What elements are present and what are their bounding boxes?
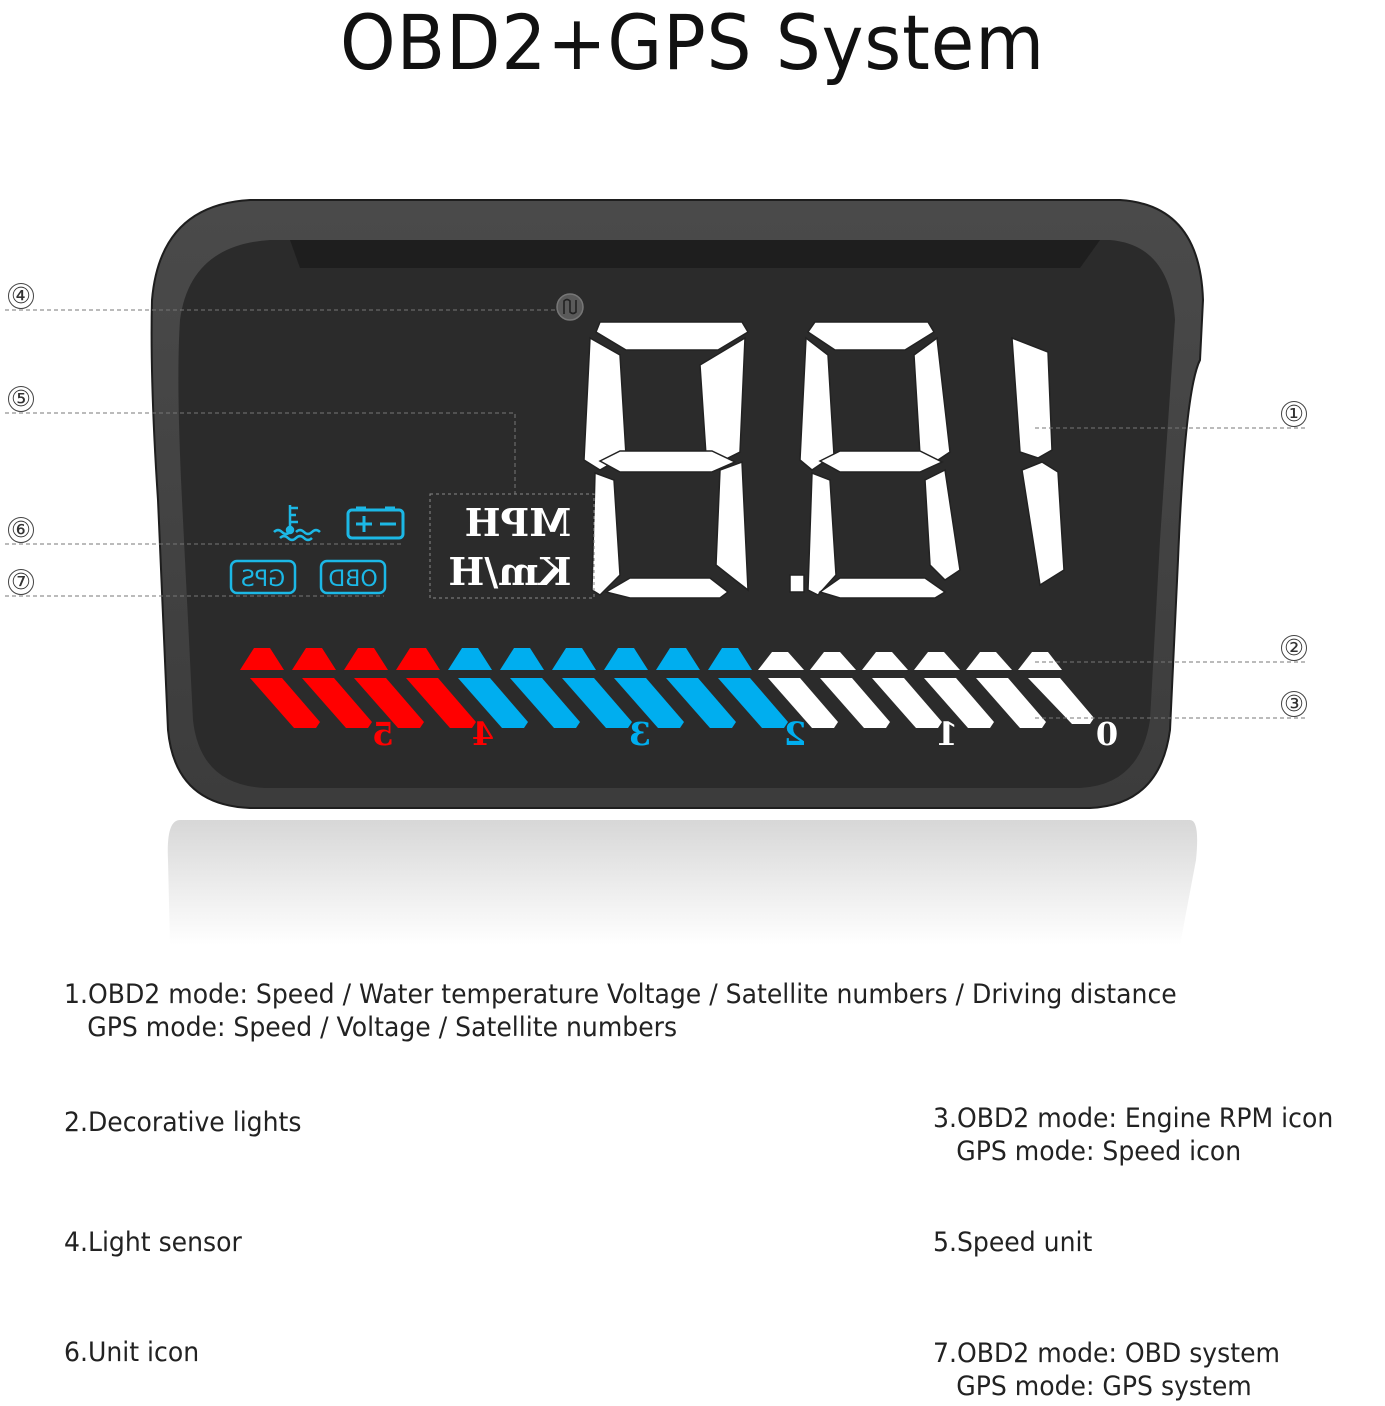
svg-text:4: 4 xyxy=(472,715,494,753)
hud-device-illustration: MPH Km/H GPS OBD xyxy=(5,199,1307,945)
svg-text:OBD: OBD xyxy=(328,567,377,592)
battery-icon xyxy=(346,506,405,540)
hud-device: MPH Km/H GPS OBD xyxy=(5,199,1306,945)
callout-lines xyxy=(5,309,1306,719)
device-reflection xyxy=(167,820,1198,945)
svg-text:2: 2 xyxy=(784,715,806,753)
water-temperature-icon xyxy=(273,505,321,542)
description-7-line-1: 7.OBD2 mode: OBD system xyxy=(933,1338,1280,1369)
callout-4: ④ xyxy=(8,283,34,309)
description-2: 2.Decorative lights xyxy=(64,1107,302,1138)
svg-text:1: 1 xyxy=(936,715,958,753)
description-1-line-1: 1.OBD2 mode: Speed / Water temperature V… xyxy=(64,979,1177,1010)
rpm-bar: 0 1 2 3 4 5 xyxy=(240,648,1118,753)
description-7-line-2: GPS mode: GPS system xyxy=(956,1371,1252,1402)
svg-text:0: 0 xyxy=(1096,715,1118,753)
svg-text:5: 5 xyxy=(372,715,394,753)
description-3: 3.OBD2 mode: Engine RPM icon GPS mode: S… xyxy=(933,1102,1333,1168)
speed-digits xyxy=(583,321,1065,599)
description-3-line-1: 3.OBD2 mode: Engine RPM icon xyxy=(933,1103,1334,1134)
unit-kmh: Km/H xyxy=(448,549,571,594)
callout-7: ⑦ xyxy=(8,569,34,595)
callout-5: ⑤ xyxy=(8,386,34,412)
description-5: 5.Speed unit xyxy=(933,1227,1093,1258)
callout-6: ⑥ xyxy=(8,517,34,543)
unit-mph: MPH xyxy=(465,500,572,545)
page-title: OBD2+GPS System xyxy=(340,0,1045,87)
gps-badge: GPS xyxy=(229,559,297,595)
obd-badge: OBD xyxy=(319,559,387,595)
description-3-line-2: GPS mode: Speed icon xyxy=(956,1136,1242,1167)
light-sensor-icon xyxy=(556,293,584,321)
svg-text:3: 3 xyxy=(629,715,651,753)
description-1: 1.OBD2 mode: Speed / Water temperature V… xyxy=(64,978,1177,1044)
callout-1: ① xyxy=(1281,401,1307,427)
svg-text:GPS: GPS xyxy=(241,567,285,592)
description-6: 6.Unit icon xyxy=(64,1337,200,1368)
callout-2: ② xyxy=(1281,635,1307,661)
speed-unit-box xyxy=(429,493,595,599)
callout-3: ③ xyxy=(1281,691,1307,717)
description-1-line-2: GPS mode: Speed / Voltage / Satellite nu… xyxy=(87,1012,678,1043)
description-4: 4.Light sensor xyxy=(64,1227,242,1258)
description-7: 7.OBD2 mode: OBD system GPS mode: GPS sy… xyxy=(933,1337,1280,1403)
